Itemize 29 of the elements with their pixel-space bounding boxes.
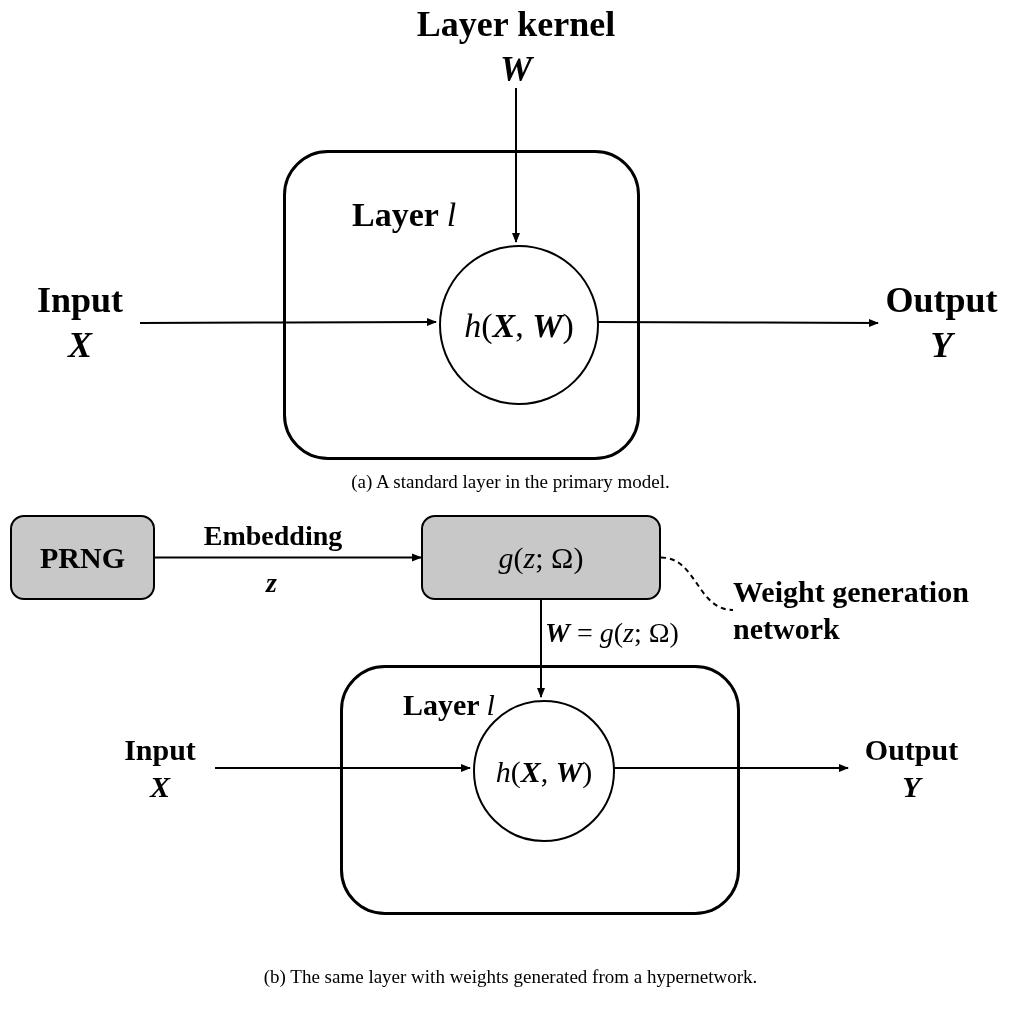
arrow — [512, 87, 520, 243]
arrow — [214, 764, 471, 772]
layer-box — [283, 150, 640, 460]
layer-title: Layer l — [352, 196, 457, 233]
layer-title: Layer l — [403, 688, 495, 721]
arrow — [139, 318, 437, 326]
formula-text: h(X, W) — [464, 305, 574, 346]
formula-text: h(X, W) — [495, 753, 593, 790]
figure-caption: (a) A standard layer in the primary model. — [350, 470, 671, 494]
layer-box — [340, 665, 740, 915]
figure-caption: (b) The same layer with weights generated from a hypernetwork. — [262, 965, 759, 989]
formula-text: g(z; Ω) — [498, 540, 584, 576]
box-label: PRNG — [40, 540, 125, 576]
process-box — [10, 515, 155, 600]
io-label: Layer kernel — [416, 3, 616, 46]
arrow — [537, 599, 545, 698]
variable-symbol: z — [266, 566, 277, 600]
variable-symbol: X — [68, 324, 92, 367]
arrow — [154, 553, 422, 562]
io-label: Output — [885, 279, 998, 322]
variable-symbol: W — [500, 48, 532, 91]
node-text: Weight generation network — [733, 573, 970, 647]
io-label: Input — [124, 731, 196, 768]
variable-symbol: X — [150, 769, 170, 805]
process-box — [421, 515, 661, 600]
io-label: Input — [36, 279, 124, 322]
variable-symbol: Y — [902, 769, 921, 805]
leader-line — [660, 556, 734, 611]
io-label: Output — [864, 731, 959, 768]
